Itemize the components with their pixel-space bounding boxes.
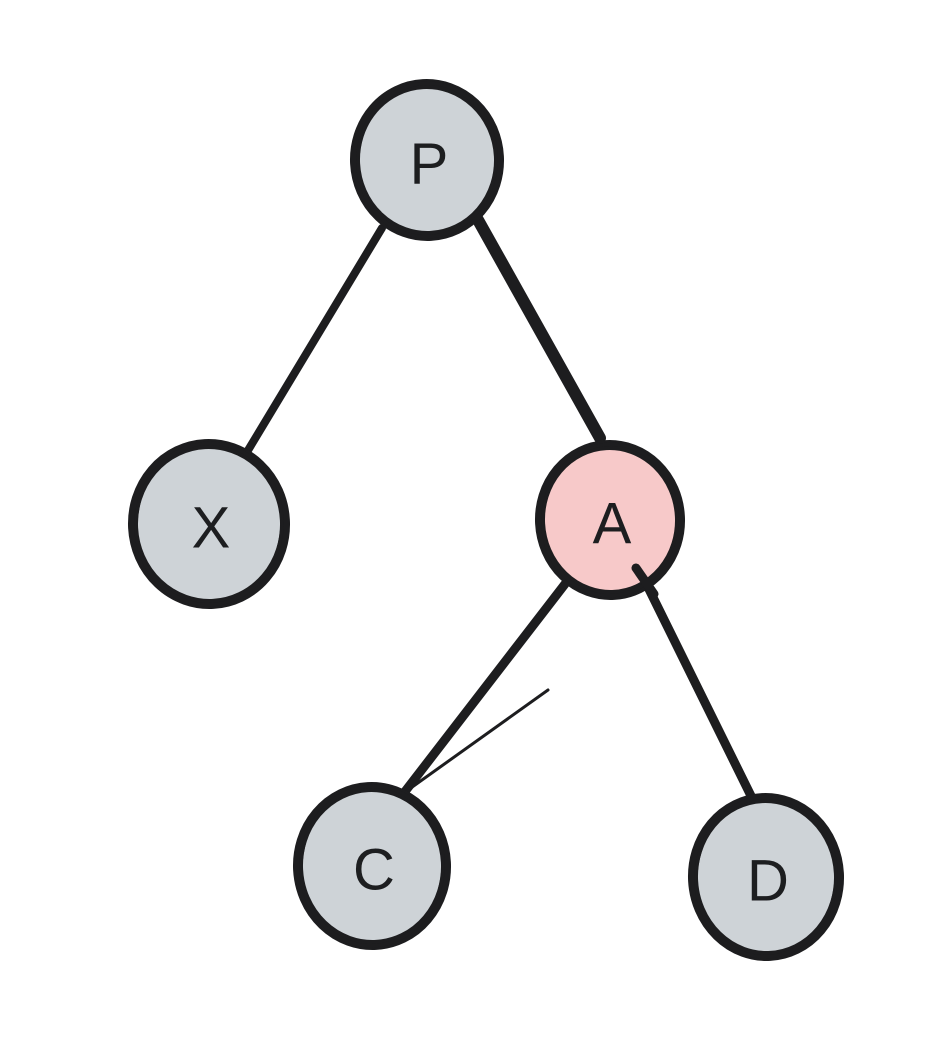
node-label-d: D (747, 849, 789, 914)
sketch-tick-a-d (631, 563, 659, 599)
tree-node-x: X (127, 439, 291, 609)
node-circle-sketch-a (541, 442, 679, 598)
nodes-layer: P X A C D (127, 79, 845, 961)
node-circle-sketch-x (134, 441, 284, 607)
edge-a-d (636, 568, 761, 811)
tree-node-a: A (534, 440, 686, 600)
overstrokes-layer (406, 563, 659, 792)
edge-p-a (467, 205, 606, 444)
node-label-p: P (410, 132, 449, 197)
node-label-a: A (593, 492, 632, 557)
node-label-x: X (192, 496, 231, 561)
edge-a-c (395, 579, 570, 803)
tree-node-c: C (292, 782, 452, 950)
node-circle-sketch-d (694, 795, 838, 959)
sketch-double-line-a-c (406, 688, 550, 792)
node-label-c: C (353, 838, 395, 903)
node-circle-sketch-c (299, 784, 445, 948)
edges-layer (243, 205, 761, 811)
edge-p-x (243, 224, 386, 456)
tree-node-p: P (349, 79, 505, 241)
node-circle-sketch-p (356, 81, 498, 239)
tree-node-d: D (687, 793, 845, 961)
